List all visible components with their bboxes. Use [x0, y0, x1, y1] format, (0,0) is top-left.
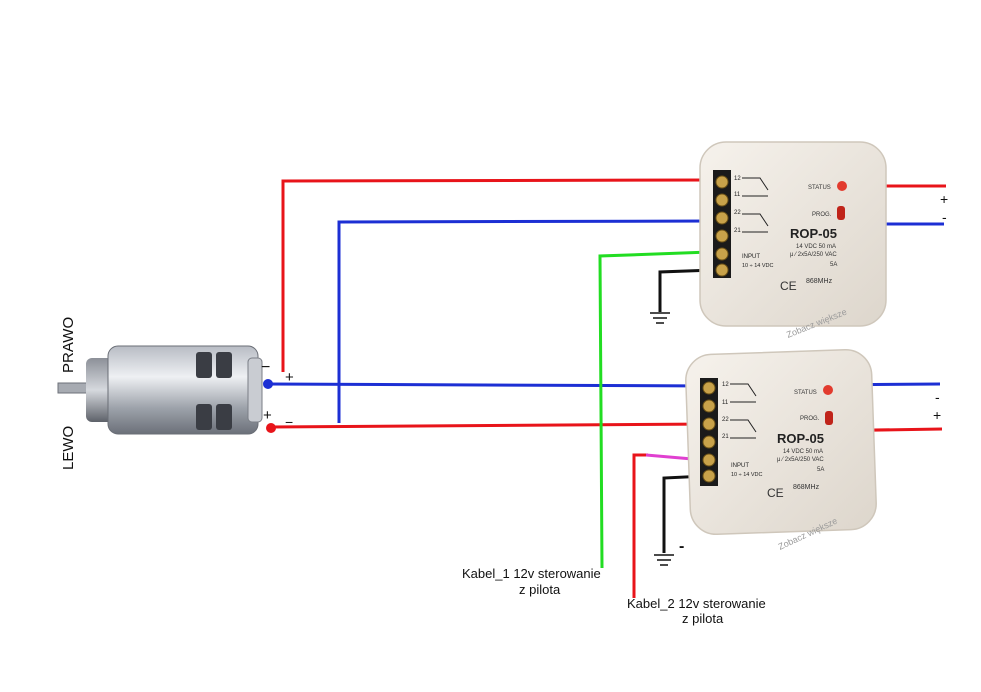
relay-top-spec2: μ ⁄ 2x5A/250 VAC [790, 252, 837, 258]
relay-bottom-screws [702, 381, 716, 483]
relay-bottom-freq: 868MHz [793, 484, 820, 491]
relay-top-terminal-22: 22 [734, 210, 741, 216]
supply-bottom-minus-label: - [935, 389, 940, 405]
motor-vent [196, 404, 212, 430]
relay-bottom-prog-button[interactable] [825, 411, 833, 425]
cable2-label-line2: z pilota [682, 611, 724, 626]
relay-bottom-spec2: μ ⁄ 2x5A/250 VAC [777, 457, 824, 463]
relay-top-terminal-21: 21 [734, 228, 741, 234]
relay-rop05-top: 12 11 22 21 INPUT 10 ÷ 14 VDC STATUS PRO… [699, 141, 887, 340]
relay-top-spec1: 14 VDC 50 mA [796, 244, 836, 250]
relay-bottom-terminal-12: 12 [722, 382, 729, 388]
green-control-wire [598, 250, 711, 569]
ground-wire-top [658, 268, 715, 312]
red-wire-top [281, 178, 713, 372]
relay-bottom-spec1: 14 VDC 50 mA [783, 449, 823, 455]
relay-bottom-load: 5A [817, 467, 824, 473]
relay-bottom-model: ROP-05 [777, 431, 824, 446]
ground-symbol-top [650, 312, 670, 324]
relay-bottom-terminal-22: 22 [722, 417, 729, 423]
relay-top-prog-label: PROG. [812, 212, 832, 218]
motor-bottom-minus: − [285, 414, 293, 430]
relay-top-prog-button[interactable] [837, 206, 845, 220]
relay-rop05-bottom: 12 11 22 21 INPUT 10 ÷ 14 VDC STATUS PRO… [685, 348, 877, 552]
relay-top-freq: 868MHz [806, 278, 833, 285]
dc-motor [57, 345, 263, 435]
relay-top-ce: CE [780, 279, 797, 293]
supply-bottom-plus-label: + [933, 407, 941, 423]
motor-top-minus: − [261, 359, 270, 376]
relay-top-terminal-11: 11 [734, 192, 741, 198]
supply-top-minus-label: - [942, 209, 947, 225]
cable1-label-line1: Kabel_1 12v sterowanie [462, 566, 601, 581]
relay-bottom-terminal-21: 21 [722, 434, 729, 440]
relay-top-status-led [837, 181, 847, 191]
relay-top-model: ROP-05 [790, 226, 837, 241]
relay-top-input-label: INPUT [742, 254, 760, 260]
relay-top-status-label: STATUS [808, 185, 831, 191]
blue-wire-motor [267, 382, 713, 388]
relay-top-terminal-12: 12 [734, 176, 741, 182]
relay-bottom-status-led [823, 385, 833, 395]
motor-vent [196, 352, 212, 378]
motor-rear-cap [247, 357, 263, 423]
relay-bottom-input-label: INPUT [731, 463, 749, 469]
motor-bottom-plus: + [263, 407, 272, 424]
relay-bottom-housing [685, 348, 877, 536]
relay-bottom-terminal-11: 11 [722, 400, 729, 406]
motor-body [107, 345, 259, 435]
relay-bottom-status-label: STATUS [794, 390, 817, 396]
motor-top-plus: + [285, 369, 294, 386]
relay-bottom-ce: CE [767, 486, 784, 500]
motor-vent [216, 352, 232, 378]
motor-terminal-top [263, 379, 273, 389]
blue-wire-top [337, 219, 713, 423]
motor-terminal-bottom [266, 423, 276, 433]
relay-top-screws [715, 175, 729, 277]
motor-label-lewo: LEWO [60, 426, 77, 470]
red-wire-motor [269, 422, 713, 429]
relay-bottom-contact-lines [730, 383, 757, 439]
ground-symbol-bottom [654, 554, 674, 566]
red-control-wire [632, 453, 648, 598]
motor-vent [216, 404, 232, 430]
relay-bottom-input-range: 10 ÷ 14 VDC [731, 472, 762, 478]
relay-bottom-prog-label: PROG. [800, 416, 820, 422]
cable1-label-line2: z pilota [519, 582, 561, 597]
supply-top-plus-label: + [940, 191, 948, 207]
motor-label-prawo: PRAWO [60, 317, 77, 373]
ground-bottom-label: - [679, 538, 684, 555]
relay-top-contact-lines [742, 177, 769, 233]
relay-top-input-range: 10 ÷ 14 VDC [742, 263, 773, 269]
relay-top-load: 5A [830, 262, 837, 268]
cable2-label-line1: Kabel_2 12v sterowanie [627, 596, 766, 611]
